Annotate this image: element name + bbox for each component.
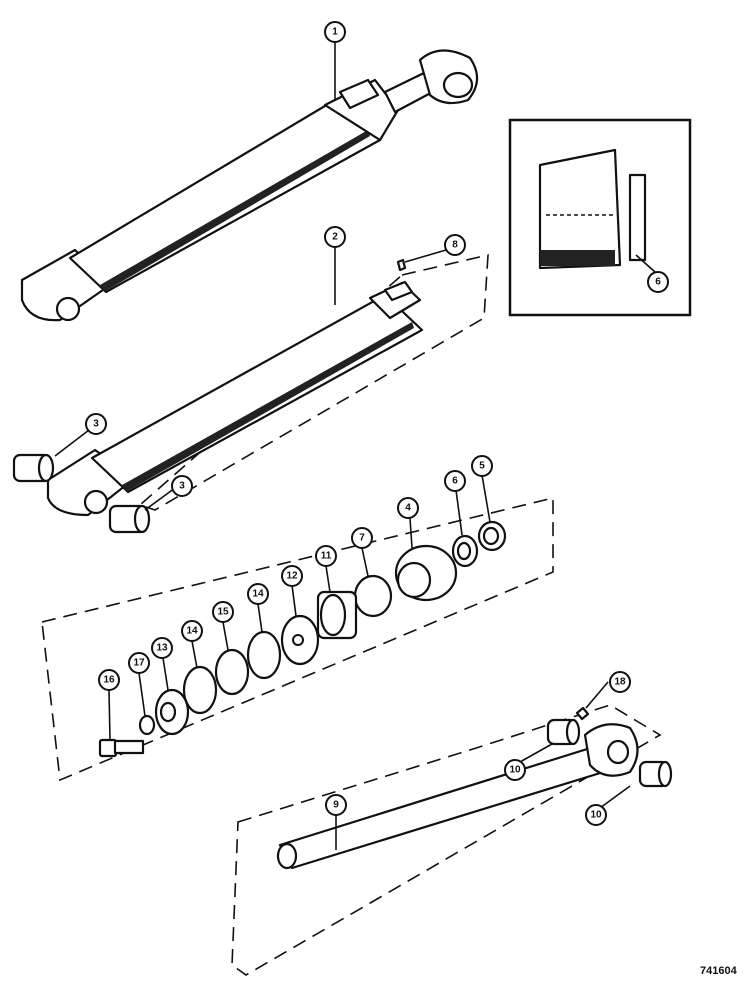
svg-text:14: 14 xyxy=(186,626,198,637)
svg-text:1: 1 xyxy=(332,27,338,38)
o-ring-7 xyxy=(353,574,393,618)
seal-ring-6 xyxy=(451,534,479,568)
svg-text:4: 4 xyxy=(405,503,411,514)
callout-18: 18 xyxy=(609,671,631,693)
callout-12: 12 xyxy=(281,565,303,587)
svg-text:5: 5 xyxy=(479,461,485,472)
svg-text:17: 17 xyxy=(133,658,145,669)
piston-parts-group-outline xyxy=(41,496,554,782)
washer-17 xyxy=(138,714,156,736)
svg-text:10: 10 xyxy=(509,765,521,776)
callout-16: 16 xyxy=(98,669,120,691)
callout-14-left: 14 xyxy=(181,620,203,642)
callout-10-left: 10 xyxy=(504,759,526,781)
svg-text:3: 3 xyxy=(179,481,185,492)
callout-10-right: 10 xyxy=(585,804,607,826)
callout-7: 7 xyxy=(351,527,373,549)
svg-text:7: 7 xyxy=(359,533,365,544)
svg-text:11: 11 xyxy=(321,551,332,562)
svg-text:14: 14 xyxy=(252,589,264,600)
spacer-11 xyxy=(316,590,358,640)
rod-group-outline xyxy=(231,704,662,976)
rod-bushing-right xyxy=(638,760,673,788)
bolt-16 xyxy=(98,738,145,758)
callout-6-row: 6 xyxy=(444,470,466,492)
callout-14-right: 14 xyxy=(247,583,269,605)
bushing-upper xyxy=(12,453,55,483)
callout-5: 5 xyxy=(471,455,493,477)
svg-text:16: 16 xyxy=(103,675,115,686)
bushing-lower xyxy=(108,504,151,534)
callout-2: 2 xyxy=(324,226,346,248)
callout-9: 9 xyxy=(325,794,347,816)
assembled-cylinder xyxy=(20,49,479,322)
callout-13: 13 xyxy=(151,637,173,659)
piston-12 xyxy=(280,614,320,666)
callout-3-upper: 3 xyxy=(85,413,107,435)
piston-rod xyxy=(276,723,639,870)
rod-bushing-left xyxy=(546,718,581,746)
svg-text:6: 6 xyxy=(452,476,458,487)
callout-1: 1 xyxy=(324,21,346,43)
seal-14b xyxy=(182,665,218,715)
callout-3-lower: 3 xyxy=(171,475,193,497)
svg-text:2: 2 xyxy=(332,232,338,243)
leader-lines xyxy=(54,42,656,850)
svg-text:6: 6 xyxy=(655,277,661,288)
cylinder-tube xyxy=(46,280,424,517)
svg-text:8: 8 xyxy=(452,240,458,251)
svg-text:12: 12 xyxy=(286,571,298,582)
svg-text:10: 10 xyxy=(590,810,602,821)
callout-11: 11 xyxy=(315,545,337,567)
callout-8-upper: 8 xyxy=(444,234,466,256)
callout-6-inset: 6 xyxy=(647,271,669,293)
callout-17: 17 xyxy=(128,652,150,674)
head-gland xyxy=(394,544,458,602)
nut-13 xyxy=(154,688,190,736)
seal-14a xyxy=(246,630,282,680)
grease-fitting-8 xyxy=(396,258,407,272)
figure-number: 741604 xyxy=(700,965,737,977)
callout-4: 4 xyxy=(397,497,419,519)
svg-text:15: 15 xyxy=(217,607,229,618)
grease-fitting-18 xyxy=(575,706,590,721)
wiper-5 xyxy=(477,520,507,552)
svg-text:9: 9 xyxy=(333,800,339,811)
callout-15: 15 xyxy=(212,601,234,623)
svg-text:3: 3 xyxy=(93,419,99,430)
ring-15 xyxy=(214,648,250,696)
cylinder-group-outline xyxy=(138,253,489,511)
svg-text:13: 13 xyxy=(156,643,168,654)
svg-text:18: 18 xyxy=(614,677,626,688)
